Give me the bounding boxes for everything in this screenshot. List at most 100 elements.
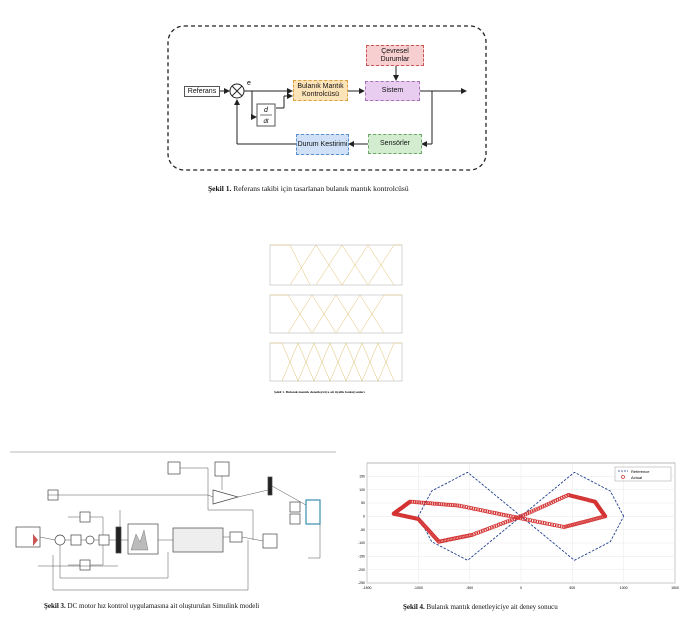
series-actual-point bbox=[542, 503, 547, 508]
series-actual-point bbox=[536, 506, 541, 511]
series-actual-point bbox=[448, 502, 453, 507]
series-actual-point bbox=[492, 510, 497, 515]
figure1-frame bbox=[167, 25, 487, 171]
series-actual-point bbox=[476, 530, 481, 535]
series-actual-point bbox=[496, 522, 501, 527]
series-actual-point bbox=[423, 500, 428, 505]
series-actual-point bbox=[485, 527, 490, 532]
series-actual-point bbox=[547, 522, 552, 527]
series-actual-point bbox=[408, 499, 413, 504]
series-actual-point bbox=[553, 498, 558, 503]
series-actual-point bbox=[599, 515, 604, 520]
series-actual-point bbox=[435, 501, 440, 506]
plot-series bbox=[391, 471, 625, 561]
series-actual-point bbox=[476, 507, 481, 512]
series-actual-point bbox=[452, 503, 457, 508]
series-actual-point bbox=[513, 515, 518, 520]
series-actual-point bbox=[503, 520, 508, 525]
series-actual-point bbox=[414, 500, 419, 505]
series-actual-point bbox=[528, 518, 533, 523]
series-actual-point bbox=[485, 509, 490, 514]
y-tick-label: -100 bbox=[358, 541, 365, 545]
series-actual-point bbox=[527, 510, 532, 515]
x-tick-label: 1500 bbox=[671, 586, 679, 590]
series-actual-point bbox=[578, 520, 583, 525]
series-actual-point bbox=[469, 506, 474, 511]
legend-reference: Reference bbox=[631, 469, 650, 474]
series-actual-point bbox=[554, 523, 559, 528]
scope-block-1 bbox=[262, 533, 278, 549]
series-actual-point bbox=[577, 521, 582, 526]
series-actual-point bbox=[535, 519, 540, 524]
series-actual-point bbox=[597, 515, 602, 520]
series-actual-point bbox=[473, 507, 478, 512]
series-actual-point bbox=[494, 523, 499, 528]
series-actual-point bbox=[584, 519, 589, 524]
series-actual-point bbox=[540, 504, 545, 509]
series-actual-point bbox=[591, 517, 596, 522]
series-actual-point bbox=[538, 505, 543, 510]
series-actual-point bbox=[540, 520, 545, 525]
legend: Reference Actual bbox=[614, 466, 672, 482]
series-actual-point bbox=[582, 519, 587, 524]
series-actual-point bbox=[430, 501, 435, 506]
series-actual-point bbox=[419, 500, 424, 505]
x-tick-label: -500 bbox=[466, 586, 473, 590]
series-actual-point bbox=[565, 524, 570, 529]
series-actual-point bbox=[549, 522, 554, 527]
series-actual-point bbox=[549, 500, 554, 505]
series-actual-point bbox=[563, 524, 568, 529]
figure2-caption: Şekil 1. Bulanık mantık denetleyiciye ai… bbox=[274, 390, 365, 394]
series-actual-point bbox=[559, 495, 564, 500]
durum-kestirimi-block: Durum Kestirimi bbox=[296, 134, 349, 155]
series-actual-point bbox=[490, 510, 495, 515]
x-tick-label: -1500 bbox=[363, 586, 372, 590]
series-actual-point bbox=[462, 504, 467, 509]
error-label: e bbox=[247, 80, 251, 87]
series-actual-point bbox=[531, 508, 536, 513]
series-actual-point bbox=[474, 531, 479, 536]
series-reference-line bbox=[417, 471, 625, 561]
scope-block-2 bbox=[167, 461, 181, 475]
series-actual-point bbox=[571, 522, 576, 527]
bulanik-mantik-block: Bulanık Mantık Kontrolcüsü bbox=[293, 80, 348, 101]
y-tick-label: 50 bbox=[361, 501, 365, 505]
series-actual-point bbox=[439, 502, 444, 507]
series-actual-point bbox=[525, 517, 530, 522]
series-actual-point bbox=[478, 508, 483, 513]
series-actual-point bbox=[515, 515, 520, 520]
simulink-diagram bbox=[10, 451, 336, 591]
series-actual-point bbox=[412, 500, 417, 505]
series-actual-point bbox=[472, 532, 477, 537]
sensorler-block: Sensörler bbox=[368, 134, 422, 154]
series-actual-point bbox=[595, 516, 600, 521]
series-actual-point bbox=[533, 507, 538, 512]
figure3: Şekil 3. DC motor hız kontrol uygulaması… bbox=[8, 450, 338, 620]
series-actual-point bbox=[471, 506, 476, 511]
x-tick-label: 0 bbox=[520, 586, 522, 590]
series-actual-point bbox=[559, 524, 564, 529]
series-actual-point bbox=[567, 523, 572, 528]
y-tick-label: 0 bbox=[363, 515, 365, 519]
series-actual-point bbox=[487, 510, 492, 515]
figure3-caption: Şekil 3. DC motor hız kontrol uygulaması… bbox=[44, 602, 260, 610]
series-actual-point bbox=[444, 502, 449, 507]
y-tick-label: -250 bbox=[358, 581, 365, 585]
figure1: d dt e Referans Çevresel Durumlar Bulanı… bbox=[0, 0, 695, 210]
series-actual-point bbox=[459, 504, 464, 509]
membership-panel-1 bbox=[269, 244, 403, 286]
series-actual-point bbox=[483, 509, 488, 514]
dc-motor-block bbox=[172, 527, 224, 553]
series-actual-point bbox=[457, 503, 462, 508]
series-actual-point bbox=[523, 517, 528, 522]
mux-block bbox=[115, 526, 122, 554]
series-actual-point bbox=[529, 509, 534, 514]
series-actual-point bbox=[537, 520, 542, 525]
series-actual-point bbox=[410, 499, 415, 504]
series-actual-point bbox=[555, 497, 560, 502]
series-actual-point bbox=[557, 524, 562, 529]
y-tick-label: -150 bbox=[358, 555, 365, 559]
series-actual-point bbox=[557, 496, 562, 501]
referans-block: Referans bbox=[184, 86, 220, 97]
series-actual-point bbox=[506, 513, 511, 518]
